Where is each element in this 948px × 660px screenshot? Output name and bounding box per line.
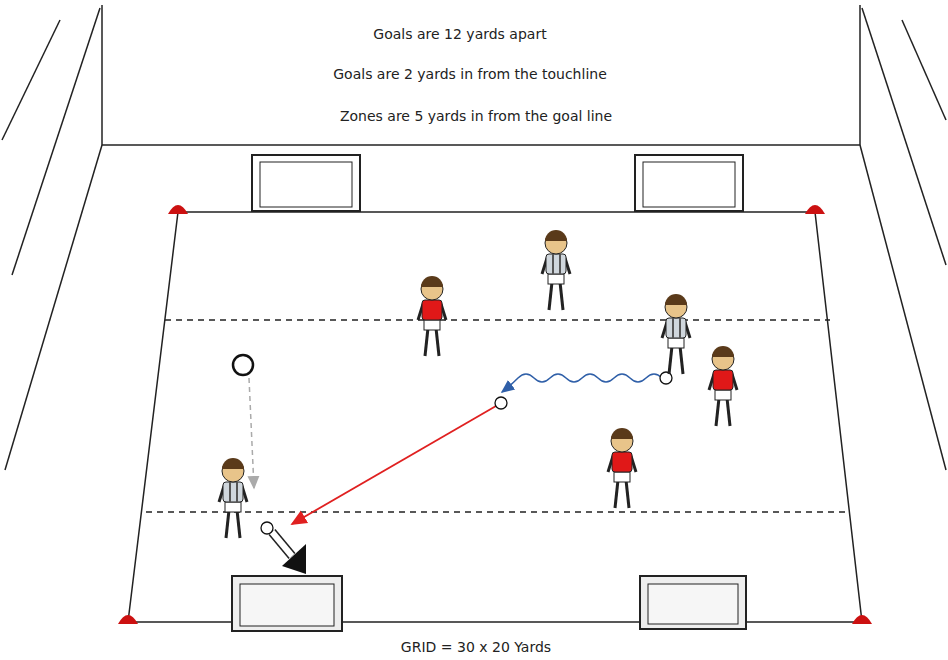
player-hair xyxy=(665,294,687,305)
shirt-stripe xyxy=(229,482,231,502)
goal xyxy=(232,576,746,631)
shirt-stripe xyxy=(679,318,681,338)
player-leg xyxy=(237,510,240,538)
players xyxy=(219,230,737,538)
movement-arrow xyxy=(249,378,254,488)
grid-size-note: GRID = 30 x 20 Yards xyxy=(399,639,553,655)
player-leg xyxy=(226,510,229,538)
player-leg xyxy=(560,282,563,310)
goal xyxy=(252,155,743,211)
player-shorts xyxy=(668,338,684,348)
setup-note: Goals are 12 yards apart xyxy=(371,26,548,42)
shirt-stripe xyxy=(672,318,674,338)
shirt-stripe xyxy=(236,482,238,502)
ball xyxy=(233,355,672,534)
player-shorts xyxy=(614,472,630,482)
player-hair xyxy=(611,428,633,439)
player-hair xyxy=(712,346,734,357)
setup-note: Zones are 5 yards in from the goal line xyxy=(338,108,614,124)
player-leg xyxy=(425,328,428,356)
pass-arrow xyxy=(292,406,496,524)
pitch-outline xyxy=(128,212,862,622)
player-hair xyxy=(222,458,244,469)
player-leg xyxy=(549,282,552,310)
dribble-arrow xyxy=(502,374,662,392)
player-shorts xyxy=(424,320,440,330)
player-hair xyxy=(421,276,443,287)
cone xyxy=(118,205,872,624)
player-leg xyxy=(727,398,730,426)
shirt-stripe xyxy=(552,254,554,274)
player-leg xyxy=(615,480,618,508)
player-shorts xyxy=(225,502,241,512)
player-shirt xyxy=(223,482,243,502)
player-shorts xyxy=(548,274,564,284)
player-leg xyxy=(680,346,683,374)
player-leg xyxy=(626,480,629,508)
player-shorts xyxy=(715,390,731,400)
player-leg xyxy=(716,398,719,426)
player-leg xyxy=(436,328,439,356)
player-hair xyxy=(545,230,567,241)
player-leg xyxy=(669,346,672,374)
player-shirt xyxy=(713,370,733,390)
zone-lines xyxy=(146,320,848,512)
player-shirt xyxy=(546,254,566,274)
shot-arrow xyxy=(272,532,306,574)
player-shirt xyxy=(666,318,686,338)
setup-note: Goals are 2 yards in from the touchline xyxy=(331,66,609,82)
player-shirt xyxy=(422,300,442,320)
player-shirt xyxy=(612,452,632,472)
shirt-stripe xyxy=(559,254,561,274)
